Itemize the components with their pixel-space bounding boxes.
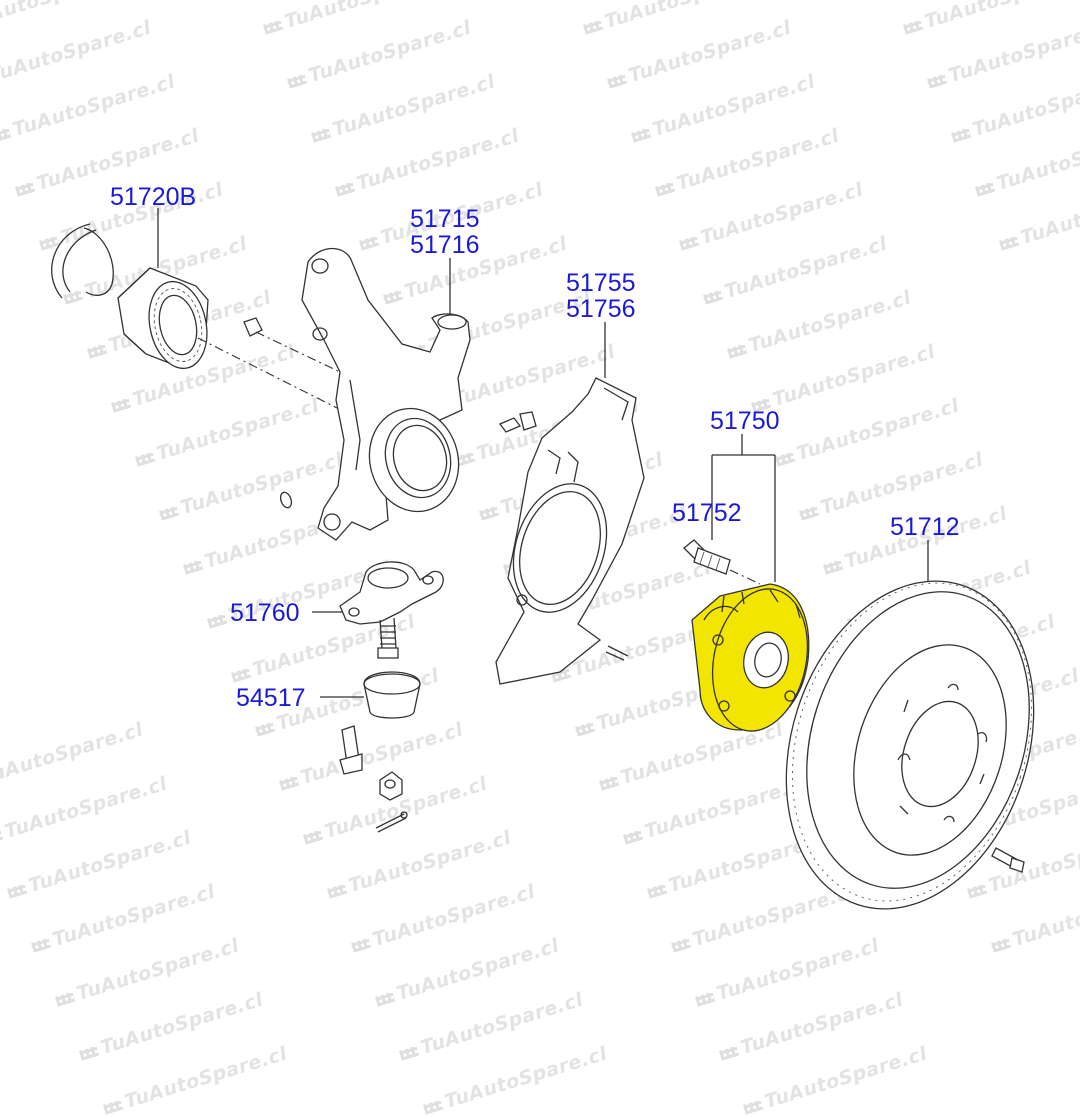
part-label-bearing[interactable]: 51720B bbox=[110, 183, 197, 211]
dust-cap bbox=[363, 671, 421, 719]
castle-nut bbox=[379, 771, 403, 801]
part-label-knuckle-lh[interactable]: 51715 bbox=[410, 205, 480, 233]
cotter-pin bbox=[375, 811, 408, 833]
dust-cover bbox=[495, 377, 645, 685]
part-label-dust-cap[interactable]: 54517 bbox=[236, 684, 306, 712]
brake-disc bbox=[785, 580, 1035, 910]
part-label-dust-cover-lh[interactable]: 51755 bbox=[566, 269, 636, 297]
leader-lines bbox=[157, 208, 929, 698]
knuckle-bolt bbox=[243, 317, 341, 373]
part-label-ball-joint[interactable]: 51760 bbox=[230, 599, 300, 627]
checkered-flag-icon bbox=[742, 1099, 763, 1115]
exploded-view-drawing bbox=[51, 208, 1035, 910]
disc-screw bbox=[991, 847, 1025, 873]
part-label-hub-bolt[interactable]: 51752 bbox=[672, 499, 742, 527]
wheel-bearing bbox=[117, 267, 209, 370]
part-label-knuckle-rh[interactable]: 51716 bbox=[410, 231, 480, 259]
snap-ring bbox=[51, 223, 114, 299]
castle-bolt bbox=[339, 725, 363, 775]
steering-knuckle bbox=[279, 248, 471, 541]
checkered-flag-icon bbox=[422, 1099, 443, 1115]
part-label-dust-cover-rh[interactable]: 51756 bbox=[566, 295, 636, 323]
hub-bolt bbox=[683, 539, 761, 585]
ball-joint bbox=[339, 561, 444, 659]
dust-cover-bolt bbox=[498, 411, 629, 661]
part-label-hub-assy[interactable]: 51750 bbox=[710, 407, 780, 435]
checkered-flag-icon bbox=[102, 1099, 123, 1115]
part-label-disc[interactable]: 51712 bbox=[890, 513, 960, 541]
wheel-hub-highlighted bbox=[691, 583, 810, 732]
